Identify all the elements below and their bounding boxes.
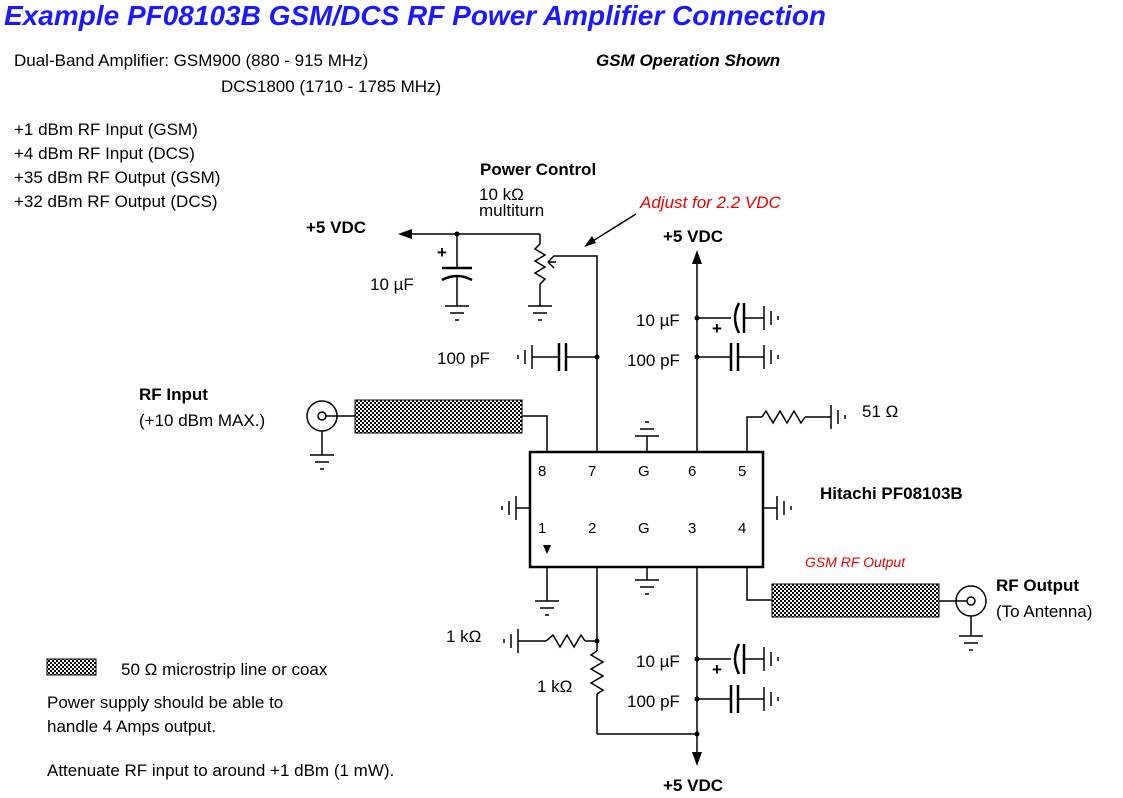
ground-icon: [501, 496, 517, 520]
pin1-marker-icon: [543, 545, 551, 554]
res-1k-label-bottom: 1 kΩ: [537, 677, 572, 696]
power-note-line2: handle 4 Amps output.: [47, 717, 216, 736]
res-51-label: 51 Ω: [862, 402, 898, 421]
microstrip-input: [354, 399, 523, 434]
to-antenna-label: (To Antenna): [996, 602, 1092, 621]
resistor-1k-vertical: [589, 650, 605, 695]
page-title: Example PF08103B GSM/DCS RF Power Amplif…: [4, 0, 826, 31]
rf-output-label: RF Output: [996, 576, 1079, 595]
cap-plus-label: +: [712, 660, 722, 679]
cap-plate-curved: [733, 302, 741, 334]
wire: [746, 416, 762, 452]
microstrip-output: [771, 583, 940, 618]
legend-swatch: [46, 658, 97, 676]
cap-100pf-label-bottom: 100 pF: [627, 692, 680, 711]
adjust-arrow: [587, 213, 637, 245]
pin-label: 8: [538, 463, 546, 480]
ground-icon: [763, 306, 779, 330]
pot-wiper-wire: [547, 255, 598, 452]
ground-icon: [763, 687, 779, 711]
pin-label: 5: [738, 463, 746, 480]
spec-line: +35 dBm RF Output (GSM): [14, 168, 220, 187]
pin-label: 4: [738, 520, 746, 537]
cap-plus-label: +: [712, 319, 722, 338]
power-control-label: Power Control: [480, 160, 596, 179]
pin-label: 3: [688, 520, 696, 537]
cap-plus-label: +: [437, 243, 447, 262]
ground-icon: [535, 600, 559, 616]
arrow-down-icon: [692, 752, 702, 766]
connector-pin-icon: [966, 596, 976, 606]
spec-line: +4 dBm RF Input (DCS): [14, 144, 195, 163]
potentiometer: [533, 243, 547, 285]
adjust-arrowhead: [584, 236, 596, 247]
ground-icon: [445, 305, 469, 321]
pin-label: 2: [588, 520, 596, 537]
pin-label: 7: [588, 463, 596, 480]
pin-label: 6: [688, 463, 696, 480]
attenuate-note: Attenuate RF input to around +1 dBm (1 m…: [47, 761, 394, 780]
cap-10uf-label-bottom: 10 µF: [636, 652, 680, 671]
pot-value-label: 10 kΩ: [479, 185, 524, 204]
pot-type-label: multiturn: [479, 201, 544, 220]
arrow-left-icon: [398, 229, 412, 239]
cap-100pf-label-left: 100 pF: [437, 349, 490, 368]
vdc-label-top: +5 VDC: [663, 227, 723, 246]
wire: [746, 567, 772, 601]
wiper-arrow: [547, 261, 555, 269]
adjust-note: Adjust for 2.2 VDC: [639, 193, 782, 212]
rf-input-label: RF Input: [139, 385, 208, 404]
ground-icon: [776, 496, 792, 520]
cap-10uf-label-top: 10 µF: [636, 311, 680, 330]
connector-pin-icon: [317, 411, 327, 421]
ground-icon: [503, 629, 519, 653]
chip-name-label: Hitachi PF08103B: [820, 484, 963, 503]
resistor-51: [761, 409, 806, 425]
ground-icon: [763, 647, 779, 671]
power-note-line1: Power supply should be able to: [47, 693, 283, 712]
gsm-rf-output-label: GSM RF Output: [805, 554, 906, 570]
ground-icon: [635, 421, 659, 437]
ground-icon: [517, 345, 533, 369]
operation-mode: GSM Operation Shown: [596, 51, 780, 70]
ground-icon: [763, 345, 779, 369]
cap-plate-curved: [733, 643, 741, 675]
arrow-up-icon: [692, 250, 702, 264]
dual-band-line1: Dual-Band Amplifier: GSM900 (880 - 915 M…: [14, 51, 368, 70]
rf-input-max-label: (+10 dBm MAX.): [139, 411, 265, 430]
spec-line: +1 dBm RF Input (GSM): [14, 120, 198, 139]
pin-label: 1: [538, 520, 546, 537]
resistor-1k-horizontal: [545, 633, 586, 649]
dual-band-line2: DCS1800 (1710 - 1785 MHz): [221, 77, 441, 96]
ground-icon: [310, 454, 334, 470]
ground-icon: [959, 635, 983, 651]
spec-line: +32 dBm RF Output (DCS): [14, 192, 218, 211]
ground-icon: [635, 579, 659, 595]
cap-10uf-label-left: 10 µF: [370, 275, 414, 294]
vdc-label-left: +5 VDC: [306, 218, 366, 237]
res-1k-label-top: 1 kΩ: [446, 627, 481, 646]
pin-label: G: [638, 463, 650, 480]
amplifier-chip: [528, 450, 765, 569]
legend-label: 50 Ω microstrip line or coax: [121, 660, 328, 679]
pin-label: G: [638, 520, 650, 537]
ground-icon: [830, 405, 846, 429]
junction-dot: [694, 731, 700, 737]
cap-100pf-label-top: 100 pF: [627, 351, 680, 370]
vdc-label-bottom: +5 VDC: [663, 776, 723, 795]
ground-icon: [528, 305, 552, 321]
wire: [522, 415, 548, 452]
